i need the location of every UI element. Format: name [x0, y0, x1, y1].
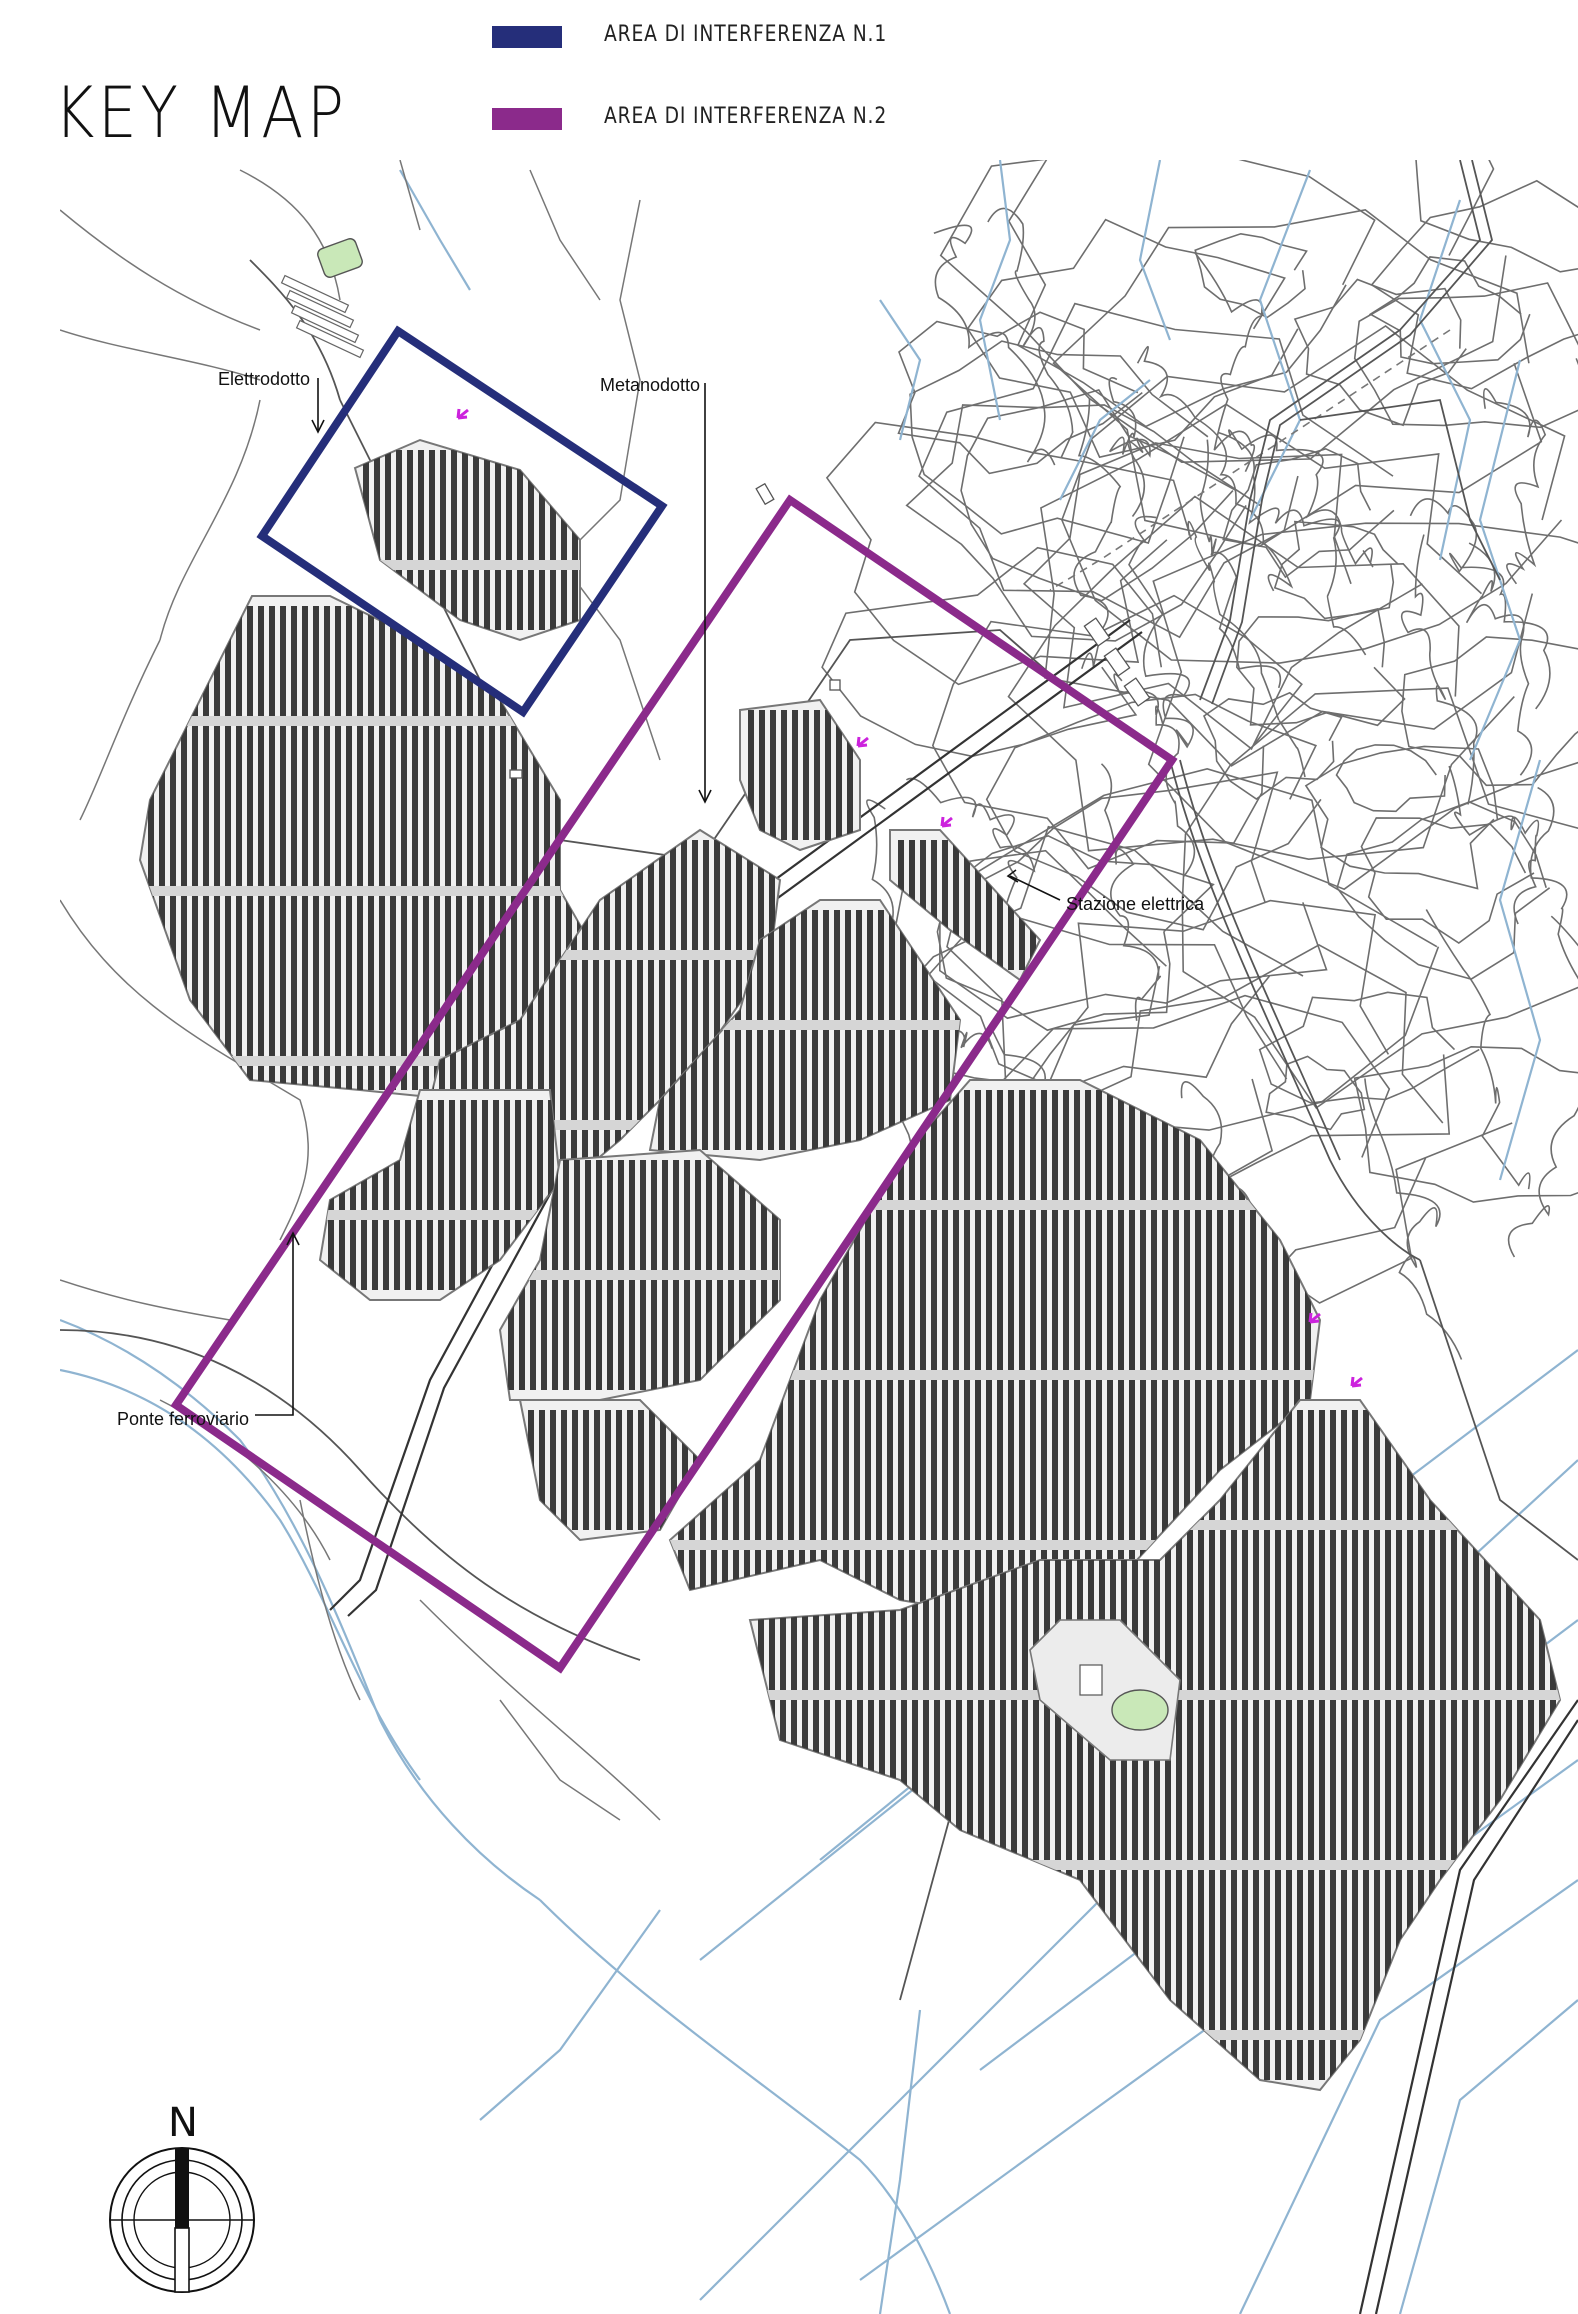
streams: [60, 160, 1578, 2314]
north-arrow-icon: N: [109, 2100, 255, 2293]
legend-swatch-area-2: [492, 108, 562, 130]
station-buildings: [509, 482, 1151, 779]
access-marker-1: [456, 408, 469, 420]
label-stazione-elettrica: Stazione elettrica: [1066, 894, 1205, 914]
pv-fields[interactable]: [138, 438, 1562, 2092]
northwest-settlement: [280, 238, 365, 359]
interference-area-1[interactable]: [256, 325, 668, 718]
access-marker-3: [940, 816, 953, 828]
legend-label-area-1: AREA DI INTERFERENZA N.1: [604, 22, 888, 47]
north-label: N: [168, 2100, 198, 2146]
substation-area[interactable]: [1029, 1619, 1181, 1761]
pv-field-west[interactable]: [138, 595, 602, 1102]
label-elettrodotto: Elettrodotto: [218, 369, 310, 389]
label-metanodotto: Metanodotto: [600, 375, 700, 395]
pv-field-southwest[interactable]: [318, 1089, 562, 1301]
callout-leaders: [255, 378, 1061, 1416]
interference-area-2[interactable]: [170, 494, 1178, 1674]
label-ponte-ferroviario: Ponte ferroviario: [117, 1409, 249, 1429]
pv-field-south-west-lower[interactable]: [518, 1399, 702, 1542]
legend-label-area-2: AREA DI INTERFERENZA N.2: [604, 104, 888, 129]
access-marker-5: [1350, 1376, 1363, 1388]
pv-field-mid-north[interactable]: [739, 698, 861, 852]
pv-field-north[interactable]: [353, 438, 581, 642]
legend-swatch-area-1: [492, 26, 562, 48]
pv-field-center[interactable]: [648, 899, 962, 1162]
access-markers: [456, 408, 1363, 1388]
page-title: KEY MAP: [54, 72, 348, 154]
contour-lines: [821, 160, 1578, 1360]
access-marker-2: [856, 736, 869, 748]
access-marker-4: [1308, 1312, 1321, 1324]
